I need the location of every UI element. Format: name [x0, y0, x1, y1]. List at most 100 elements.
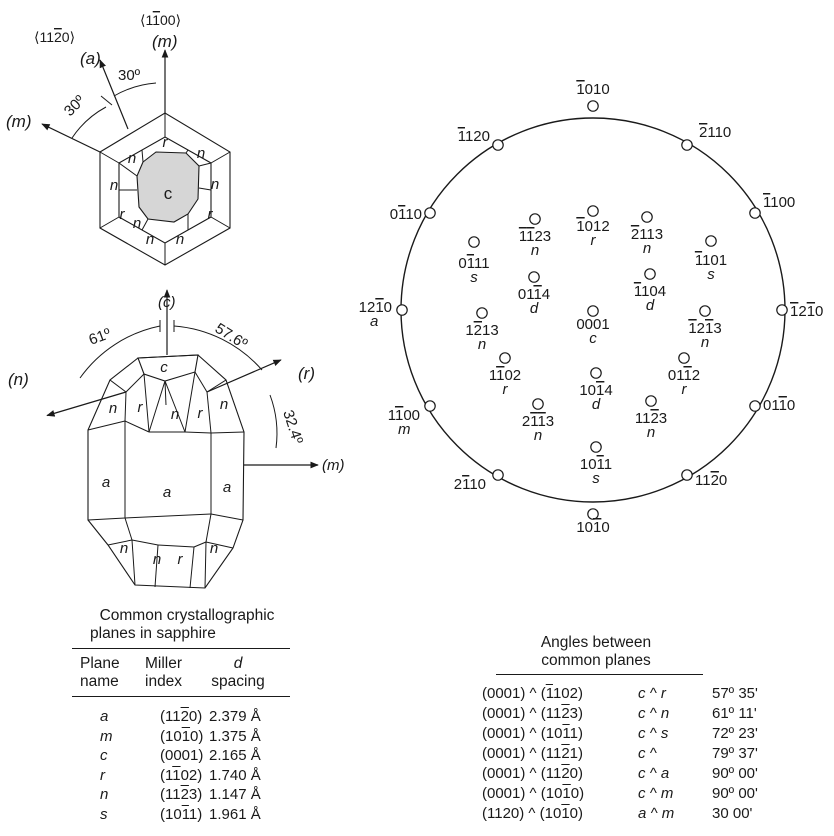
header-text: Miller — [145, 655, 183, 672]
face-label: r — [198, 405, 204, 422]
pole-face-letter: s — [707, 266, 715, 283]
short-notation: c ^ a — [638, 765, 670, 782]
plane-pair: (0001) ^ (1123) — [482, 705, 583, 722]
c-face-label: c — [164, 184, 173, 203]
face-label: n — [211, 176, 219, 193]
face-label: n — [171, 406, 179, 423]
stereographic-projection: 101021101100121001101120101021101100m121… — [359, 81, 824, 536]
angle-label: 61º — [87, 325, 114, 349]
pole-index-label: 0001 — [576, 316, 609, 333]
pole-index-label: 1100 — [388, 407, 420, 424]
header-text: Plane — [80, 655, 120, 672]
pole-index-label: 1010 — [576, 519, 609, 536]
pole-face-letter: c — [589, 330, 597, 347]
axis-label: (r) — [298, 364, 315, 383]
pole-face-letter: s — [592, 470, 600, 487]
short-notation: c ^ s — [638, 725, 669, 742]
plane-name: a — [100, 708, 109, 725]
pole-marker — [424, 400, 436, 412]
face-label: n — [133, 215, 141, 232]
pole-index-label: 2113 — [631, 226, 663, 243]
pole-index-label: 2113 — [522, 413, 554, 430]
pole-face-letter: r — [591, 232, 597, 249]
d-spacing: 1.147 Å — [209, 786, 261, 803]
pole-index-label: 0111 — [458, 255, 489, 272]
pole-index-label: 0110 — [390, 206, 422, 223]
plane-pair: (0001) ^ (1010) — [482, 785, 585, 802]
pole-face-letter: d — [646, 297, 655, 314]
face-label: c — [160, 359, 168, 376]
face-label: n — [110, 177, 118, 194]
plane-name: r — [100, 766, 105, 784]
pole-marker — [641, 211, 653, 223]
pole-marker — [396, 304, 408, 316]
axis-label: (c) — [158, 294, 176, 311]
pole-marker — [699, 305, 711, 317]
hexagon-top-view: r n n n n r r n n n c ⟨1120⟩ ⟨1100⟩ (a) … — [6, 12, 231, 266]
pole-index-label: 0110 — [763, 397, 795, 414]
col-head-d: d spacing — [208, 655, 268, 691]
pole-index-label: 1210 — [790, 303, 823, 320]
caption-line: Common crystallographic — [99, 607, 275, 624]
pole-index-label: 1123 — [519, 228, 551, 245]
plane-pair: (0001) ^ (1120) — [482, 765, 583, 782]
crystal-outline — [87, 354, 245, 589]
face-label: r — [120, 206, 126, 223]
d-spacing: 1.961 Å — [209, 805, 261, 823]
header-text: name — [80, 673, 119, 690]
pole-marker — [587, 205, 599, 217]
pole-marker — [681, 139, 693, 151]
pole-face-letter: n — [643, 240, 651, 257]
pole-face-letter: n — [534, 427, 542, 444]
miller-index: (1011) — [160, 805, 203, 823]
pole-marker — [587, 508, 599, 520]
plane-pair: (1120) ^ (1010) — [482, 805, 583, 822]
pole-group: 101021101100121001101120101021101100m121… — [359, 81, 824, 536]
angle-label: 32.4º — [279, 408, 306, 447]
d-spacing: 2.379 Å — [209, 708, 261, 725]
pole-marker — [468, 236, 480, 248]
short-notation: a ^ m — [638, 805, 675, 822]
pole-marker — [476, 307, 488, 319]
crystal-perspective-view: c n r n r n a a a n n r n (c) — [8, 289, 345, 589]
pole-index-label: 1213 — [465, 322, 498, 339]
angle-label: 30º — [118, 67, 141, 84]
face-label: n — [120, 540, 128, 557]
short-notation: c ^ r — [638, 685, 666, 702]
direction-label: (m) — [6, 112, 31, 131]
table-rule — [72, 696, 290, 697]
pole-face-letter: d — [592, 396, 601, 413]
plane-name: c — [100, 747, 108, 764]
direction-label: (a) — [80, 49, 101, 68]
caption-line: common planes — [541, 652, 651, 669]
pole-index-label: 1014 — [579, 382, 612, 399]
face-label: r — [163, 134, 169, 151]
short-notation: c ^ n — [638, 705, 670, 722]
miller-index: (0001) — [160, 747, 204, 764]
pole-marker — [492, 139, 504, 151]
caption-line: Angles between — [540, 634, 652, 651]
planes-table-caption: Common crystallographic planes in sapphi… — [72, 607, 302, 643]
pole-marker — [528, 271, 540, 283]
face-label: n — [220, 396, 228, 413]
pole-face-letter: r — [682, 381, 688, 398]
plane-name: n — [100, 786, 109, 803]
interplanar-angle: 57º 35' — [712, 685, 758, 702]
d-spacing: 1.375 Å — [209, 727, 261, 745]
plane-name: m — [100, 727, 113, 745]
crystal-axis-arrows — [46, 289, 319, 469]
face-label: r — [138, 399, 144, 416]
plane-pair: (0001) ^ (1011) — [482, 725, 583, 742]
col-head-miller: Miller index — [145, 655, 182, 691]
pole-marker — [532, 398, 544, 410]
pole-index-label: 0112 — [668, 367, 700, 384]
pole-face-letter: m — [398, 421, 411, 438]
pole-index-label: 1100 — [763, 194, 795, 211]
pole-marker — [587, 100, 599, 112]
header-text: d — [233, 655, 243, 672]
hexagon-direction-arrows — [41, 49, 169, 153]
pole-marker — [587, 305, 599, 317]
miller-index: (1120) — [160, 708, 203, 725]
pole-face-letter: n — [478, 336, 486, 353]
